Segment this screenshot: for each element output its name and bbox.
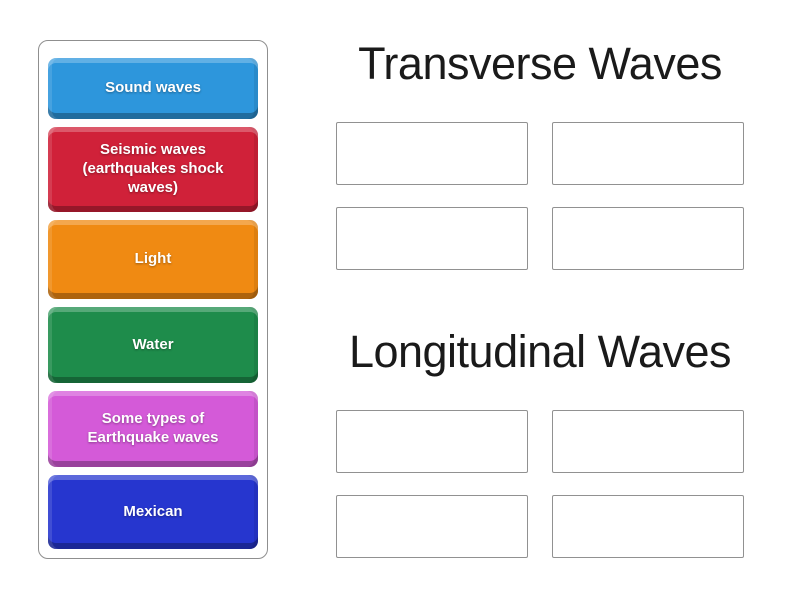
slot-grid-transverse: [336, 122, 744, 270]
tile-seismic-waves[interactable]: Seismic waves (earthquakes shock waves): [48, 127, 258, 212]
tile-label: Water: [132, 335, 174, 353]
drop-slot-transverse-3[interactable]: [336, 207, 528, 270]
drop-slot-longitudinal-1[interactable]: [336, 410, 528, 473]
group-title-longitudinal: Longitudinal Waves: [348, 326, 732, 377]
tile-label: Mexican: [123, 502, 183, 520]
tile-mexican[interactable]: Mexican: [48, 475, 258, 549]
drop-slot-transverse-1[interactable]: [336, 122, 528, 185]
tile-label: Sound waves: [105, 79, 201, 97]
tile-some-earthquake-waves[interactable]: Some types of Earthquake waves: [48, 391, 258, 467]
tile-label: Seismic waves (earthquakes shock waves): [82, 141, 224, 196]
tile-panel: Sound waves Seismic waves (earthquakes s…: [38, 40, 268, 559]
tile-sound-waves[interactable]: Sound waves: [48, 58, 258, 119]
slot-grid-longitudinal: [336, 410, 744, 558]
tile-label: Light: [134, 250, 172, 268]
drop-slot-longitudinal-4[interactable]: [552, 495, 744, 558]
drop-slot-transverse-2[interactable]: [552, 122, 744, 185]
tile-light[interactable]: Light: [48, 220, 258, 299]
tile-water[interactable]: Water: [48, 307, 258, 383]
tile-label: Some types of Earthquake waves: [87, 410, 219, 446]
drop-slot-transverse-4[interactable]: [552, 207, 744, 270]
drop-slot-longitudinal-2[interactable]: [552, 410, 744, 473]
group-title-transverse: Transverse Waves: [358, 38, 722, 89]
drop-slot-longitudinal-3[interactable]: [336, 495, 528, 558]
